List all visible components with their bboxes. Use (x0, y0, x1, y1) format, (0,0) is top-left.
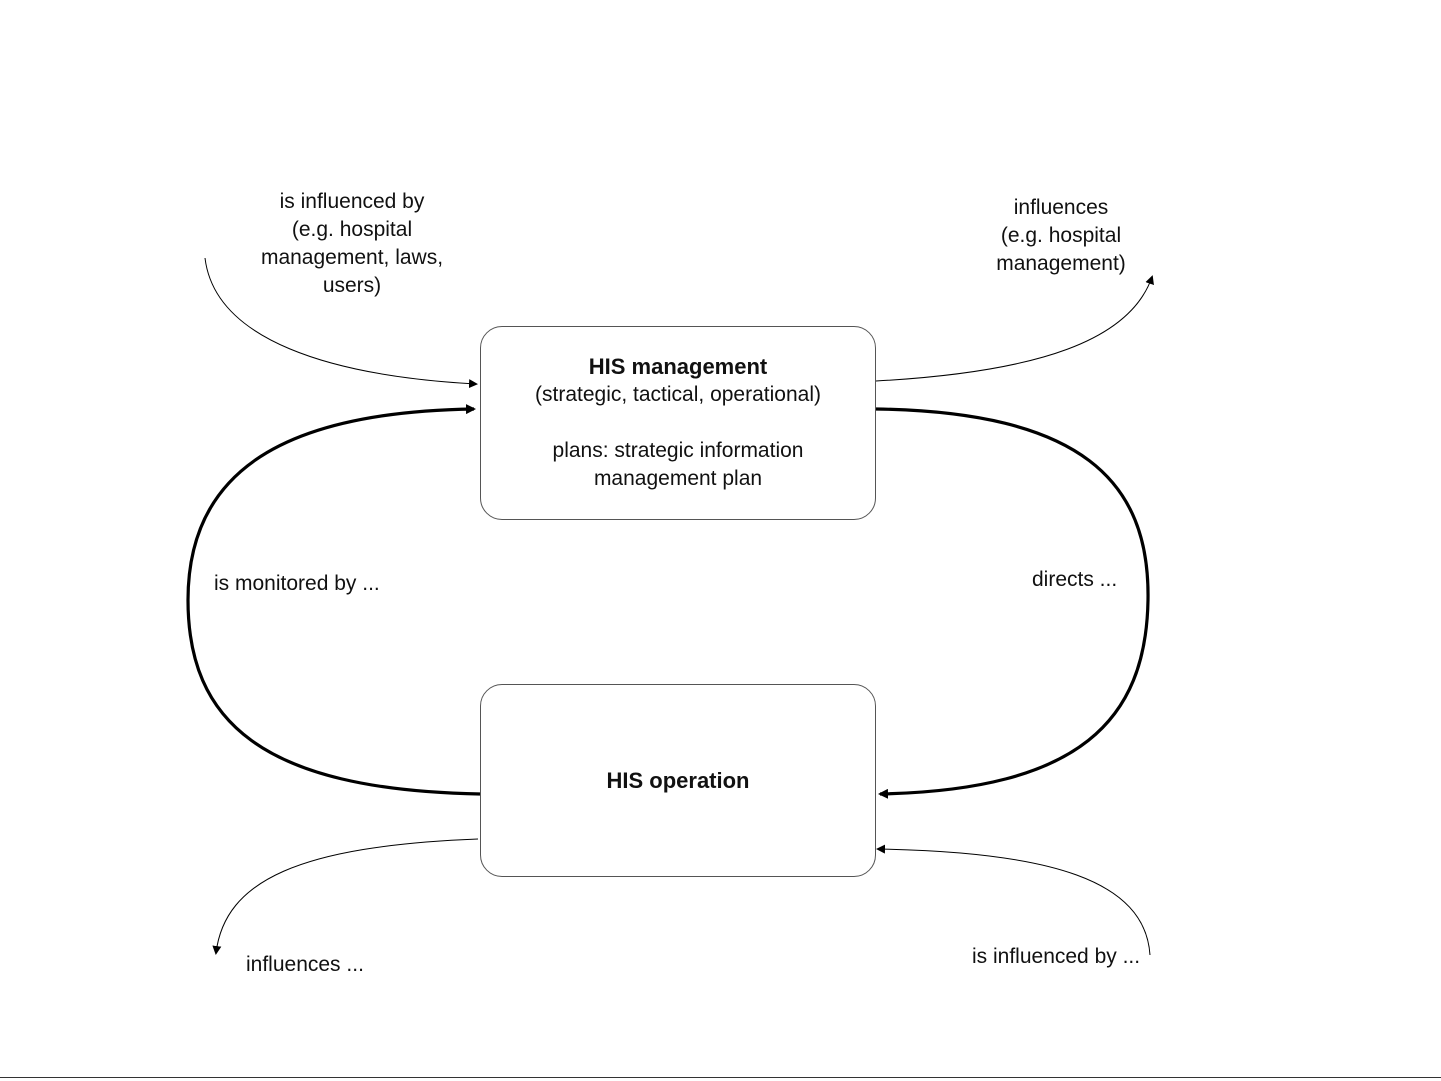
his-operation-box: HIS operation (480, 684, 876, 877)
directs-label: directs ... (1032, 566, 1117, 594)
directs-arrow (876, 409, 1148, 794)
his-management-levels: (strategic, tactical, operational) (535, 381, 821, 409)
influences-top-label: influences (e.g. hospital management) (966, 194, 1156, 278)
influenced-by-bottom-label: is influenced by ... (972, 943, 1140, 971)
influences-top-arrow (876, 277, 1152, 381)
influenced-by-bottom-arrow (878, 849, 1150, 955)
his-management-plans-line1: plans: strategic information (553, 437, 804, 465)
influences-bottom-arrow (216, 839, 478, 953)
monitored-by-arrow (188, 409, 480, 794)
bottom-divider (0, 1077, 1441, 1078)
his-management-plans-line2: management plan (594, 465, 762, 493)
influences-bottom-label: influences ... (246, 951, 364, 979)
his-operation-title: HIS operation (606, 767, 749, 795)
influenced-by-top-label: is influenced by (e.g. hospital manageme… (232, 188, 472, 300)
monitored-by-label: is monitored by ... (214, 570, 380, 598)
his-management-box: HIS management (strategic, tactical, ope… (480, 326, 876, 520)
his-management-title: HIS management (589, 353, 768, 381)
